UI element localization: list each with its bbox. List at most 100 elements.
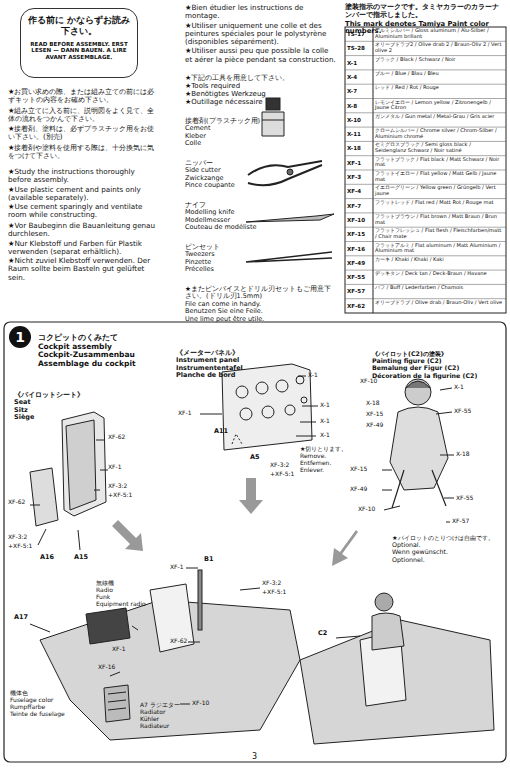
label: Modellmesser: [185, 217, 230, 224]
label: イエローグリーン / Yellow green / Grüngelb / Ver…: [375, 185, 503, 196]
label: ★Study the instructions thoroughly befor…: [8, 168, 160, 185]
label: XF-1: [112, 646, 126, 653]
label: Pinzette: [185, 259, 211, 266]
cement-bottle: [262, 98, 284, 136]
label: XF-62: [347, 303, 365, 309]
label: Wenn gewünscht.: [392, 548, 448, 555]
label: XF-10: [358, 506, 375, 513]
label: X-1: [320, 432, 330, 439]
label: XF-62: [108, 434, 125, 441]
label: フラットフレッシュ / Flat flesh / Fleischfarben/m…: [375, 228, 503, 239]
label: Entfernen.: [300, 460, 331, 467]
label: ナイフ: [185, 202, 206, 209]
label: Modelling knife: [185, 209, 234, 216]
label: X-1: [320, 402, 330, 409]
label: TS-28: [347, 45, 365, 51]
label: Tweezers: [185, 251, 215, 258]
label: Seat: [14, 399, 31, 406]
label: フラットアルミ / Flat aluminum / Matt Aluminium…: [375, 243, 503, 254]
label: Instrument panel: [176, 357, 239, 364]
label: 《パイロット(C2)の塗装》: [372, 350, 447, 357]
side-cutter: [248, 161, 322, 185]
label: Optionnel.: [392, 556, 425, 563]
label: ★Nur Klebstoff und Farben für Plastik ve…: [8, 240, 160, 257]
label: ★パイロットのとりつけは自由です。: [392, 534, 494, 541]
label: XF-15: [366, 411, 383, 418]
label: ブラック / Black / Schwarz / Noir: [375, 57, 503, 63]
label: X-18: [366, 400, 380, 407]
label: 接着剤(プラスチック用): [185, 118, 260, 125]
label: フラットレッド / Flat red / Matt Rot / Rouge ma…: [375, 200, 503, 206]
label: X-1: [320, 418, 330, 425]
label: Kleber: [185, 133, 206, 140]
label: 塗装指示のマークです。タミヤカラーのカラーナンバーで指示しました。: [345, 4, 505, 20]
label: Colle: [185, 140, 201, 147]
label: Equipment radio: [96, 601, 146, 608]
fuselage: [30, 568, 300, 740]
label: フラットブラック / Flat black / Matt Schwarz / N…: [375, 157, 503, 168]
label: A16: [40, 554, 54, 561]
label: Remove.: [300, 453, 326, 460]
label: +XF-5:1: [262, 589, 286, 596]
label: XF-10: [347, 217, 365, 223]
label: XF-3: [347, 174, 361, 180]
label: Bemalung der Figur (C2): [372, 364, 459, 371]
label: Radio: [96, 587, 113, 594]
label: ピンセット: [185, 244, 220, 251]
label: Kühler: [140, 716, 159, 723]
label: Couteau de modéliste: [185, 224, 257, 231]
label: XF-57: [347, 288, 365, 294]
label: ★Tools required: [185, 82, 240, 90]
label: XF-3:2: [8, 534, 27, 541]
label: ★下記の工具を用意して下さい。: [185, 74, 289, 82]
label: ★お買い求めの際、または組み立ての前には必ずキットの内容をお確め下さい。: [8, 88, 160, 105]
label: 《メーターパネル》: [176, 350, 239, 357]
label: X-8: [347, 103, 357, 109]
label: X-4: [347, 74, 357, 80]
label: XF-55: [347, 274, 365, 280]
label: XF-1: [170, 564, 184, 571]
label: Précelles: [185, 266, 214, 273]
label: Optional.: [392, 541, 421, 548]
notice-text: READ BEFORE ASSEMBLY. ERST LESEN — DANN …: [27, 41, 131, 62]
label: フラットブラウン / Flat brown / Matt Braun / Bru…: [375, 214, 503, 225]
label: X-1: [308, 372, 318, 379]
label: Rumpffarbe: [10, 704, 45, 711]
label: +XF-5:1: [108, 492, 132, 499]
label: XF-57: [452, 518, 469, 525]
label: Painting figure (C2): [372, 357, 442, 364]
label: A5: [250, 454, 260, 461]
label: フラットイエロー / Flat yellow / Matt Gelb / Jau…: [375, 171, 503, 182]
label: Pince coupante: [185, 182, 235, 189]
label: 機体色: [10, 690, 28, 697]
label: TS-17: [347, 31, 365, 37]
label: XF-4: [347, 188, 361, 194]
label: ブルー / Blue / Blau / Bleu: [375, 71, 503, 77]
label: Enlever.: [300, 467, 324, 474]
label: X-7: [347, 88, 357, 94]
label: ★組み立てに入る前に、説明図をよく見て、全体の流れをつかんで下さい。: [8, 107, 160, 124]
label: ★またピンバイスとドリル刃セットもご用意下さい。(ドリル刃1.5mm): [185, 286, 335, 301]
label: X-1: [454, 384, 464, 391]
label: A15: [74, 554, 88, 561]
label: XF-7: [347, 203, 361, 209]
step-number: 1: [9, 326, 31, 348]
label: XF-55: [454, 408, 471, 415]
label: XF-16: [98, 664, 115, 671]
label: ★Utiliser uniquement une colle et des pe…: [185, 22, 337, 47]
label: XF-62: [8, 499, 25, 506]
label: ★Nicht zuviel Klebstoff verwenden. Der R…: [8, 257, 160, 282]
label: Radiateur: [140, 723, 169, 730]
label: ★Outillage nécessaire: [185, 98, 263, 106]
label: XF-1: [108, 464, 122, 471]
label: XF-3:2: [108, 483, 127, 490]
label: バフ / Buff / Lederfarben / Chamois: [375, 285, 503, 291]
label: ★Use cement sparingly and ventilate room…: [8, 203, 160, 220]
label: コクピットのくみたて: [38, 334, 118, 343]
label: XF-49: [366, 422, 383, 429]
label: XF-15: [347, 231, 365, 237]
label: XF-3:2: [270, 462, 289, 469]
notice-bubble: 作る前に かならずお読み下さい。READ BEFORE ASSEMBLY. ER…: [20, 8, 138, 78]
label: Cement: [185, 125, 211, 132]
label: Cockpit-Zusammenbau: [38, 351, 135, 360]
